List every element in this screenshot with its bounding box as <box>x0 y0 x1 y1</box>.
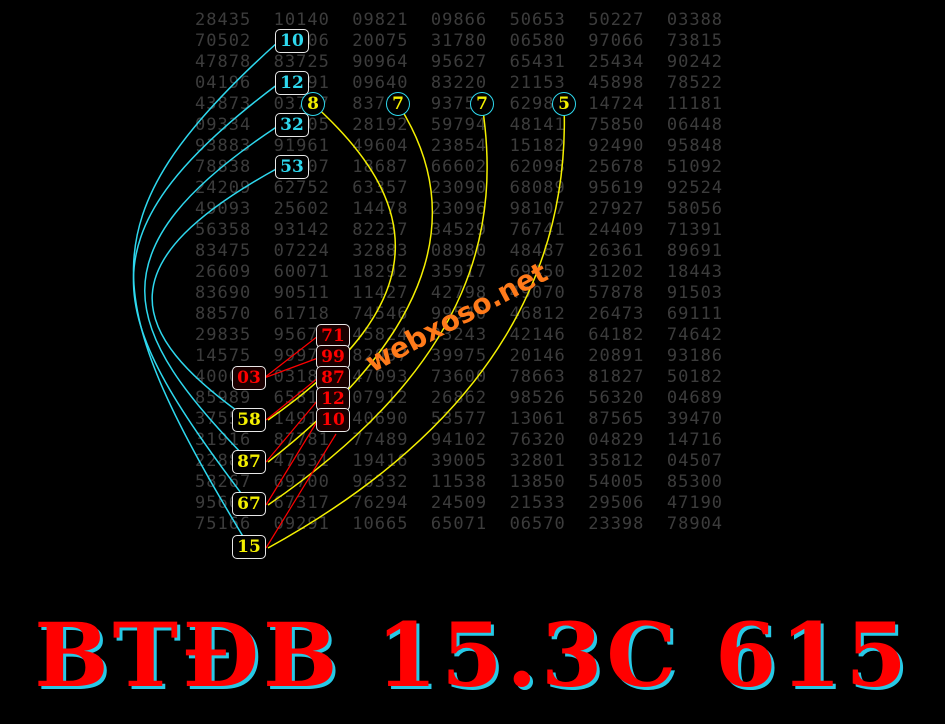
red-line <box>265 433 337 549</box>
badge-top-yellow: 7 <box>386 92 410 116</box>
grid-row: 49093 25602 14478 23096 98107 27927 5805… <box>195 199 724 219</box>
grid-row: 47878 83725 90964 95627 65431 25434 9024… <box>195 52 724 72</box>
badge-red: 87 <box>316 366 350 390</box>
badge-top-cyan: 10 <box>275 29 309 53</box>
grid-row: 88570 61718 74546 99540 46812 26473 6911… <box>195 304 724 324</box>
red-line <box>263 357 319 379</box>
grid-row: 83690 90511 11427 42798 49070 57878 9150… <box>195 283 724 303</box>
cyan-arc <box>132 83 279 506</box>
badge-red: 71 <box>316 324 350 348</box>
badge-top-cyan: 32 <box>275 113 309 137</box>
badge-top-cyan: 12 <box>275 71 309 95</box>
grid-row: 56358 93142 82237 34529 76741 24409 7139… <box>195 220 724 240</box>
badge-bottom: 58 <box>232 408 266 432</box>
grid-row: 29835 95671 45824 03243 42146 64182 7464… <box>195 325 724 345</box>
grid-row: 28435 10140 09821 09866 50653 50227 0338… <box>195 10 724 30</box>
grid-row: 40003 03187 47093 73600 78663 81827 5018… <box>195 367 724 387</box>
badge-top-cyan: 53 <box>275 155 309 179</box>
headline: BTĐB 15.3C 615 <box>34 603 911 707</box>
grid-row: 93883 91961 49604 23854 15182 92490 9584… <box>195 136 724 156</box>
yellow-arc <box>267 103 488 506</box>
number-grid: 28435 10140 09821 09866 50653 50227 0338… <box>195 10 723 535</box>
grid-row: 31916 87781 77489 94102 76320 04829 1471… <box>195 430 724 450</box>
badge-red: 10 <box>316 408 350 432</box>
red-line <box>265 419 319 506</box>
red-line <box>263 335 319 379</box>
red-line <box>265 399 319 463</box>
badge-top-yellow: 7 <box>470 92 494 116</box>
yellow-arc <box>267 103 566 549</box>
red-line <box>265 377 319 421</box>
badge-bottom: 15 <box>232 535 266 559</box>
badge-top-yellow: 8 <box>301 92 325 116</box>
cyan-arc <box>151 167 279 421</box>
badge-bottom: 87 <box>232 450 266 474</box>
badge-red: 12 <box>316 387 350 411</box>
badge-bottom: 67 <box>232 492 266 516</box>
grid-row: 75166 09291 10665 65071 06570 23398 7890… <box>195 514 724 534</box>
badge-top-yellow: 5 <box>552 92 576 116</box>
grid-row: 43873 03727 83725 93759 62986 14724 1118… <box>195 94 724 114</box>
cyan-arc <box>144 125 279 463</box>
grid-row: 14575 99978 82037 39975 20146 20891 9318… <box>195 346 724 366</box>
badge-red: 03 <box>232 366 266 390</box>
grid-row: 26609 60071 18292 35917 69450 31202 1844… <box>195 262 724 282</box>
badge-red: 99 <box>316 345 350 369</box>
grid-row: 83475 07224 32883 08980 48487 26361 8969… <box>195 241 724 261</box>
